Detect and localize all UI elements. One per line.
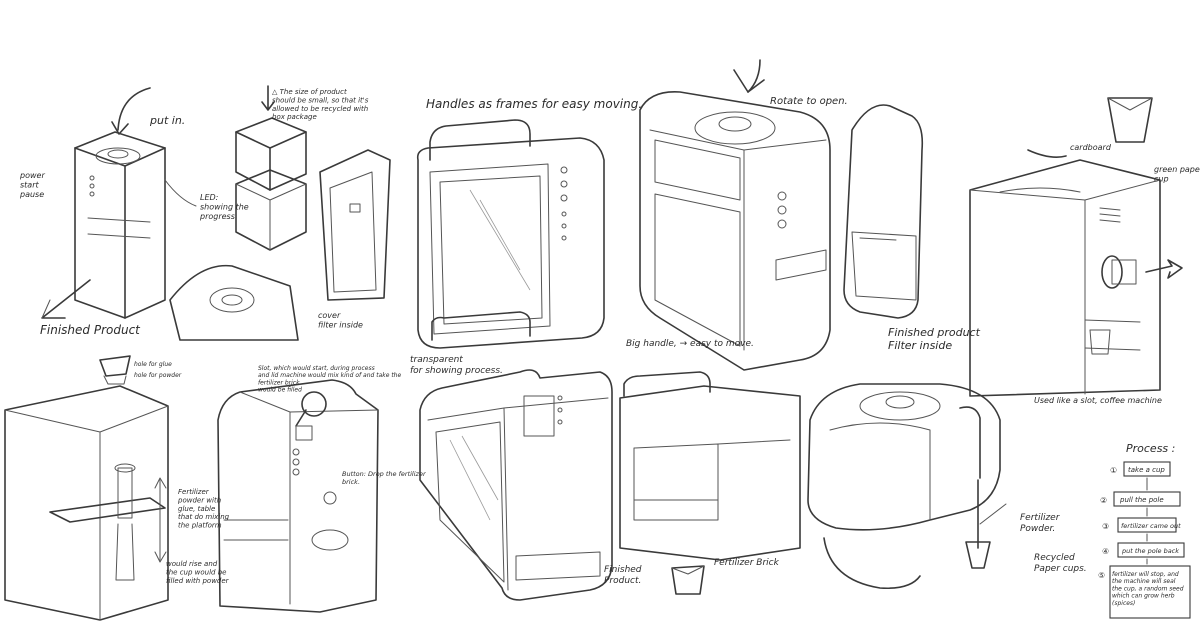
sketch-machine-slim <box>843 104 924 319</box>
label-big-handle: Big handle, → easy to move. <box>626 339 754 349</box>
sketch-machine-transparent <box>419 369 613 601</box>
label-fertilizer-brick: Fertilizer Brick <box>714 558 780 568</box>
sketch-machine-rotate <box>639 59 831 371</box>
sketch-machine-handles <box>416 119 605 349</box>
sketch-machine-dispenser <box>807 383 1007 590</box>
sketch-machine-slot <box>969 97 1183 397</box>
label-handles-frames: Handles as frames for easy moving. <box>426 97 642 111</box>
sketch-mixing-platform <box>4 355 169 621</box>
process-step-2: pull the pole <box>1119 496 1164 504</box>
process-step-2-num: ② <box>1100 496 1107 505</box>
label-used-like-slot: Used like a slot, coffee machine <box>1034 396 1162 405</box>
process-step-1-num: ① <box>1110 466 1117 475</box>
label-cardboard: cardboard <box>1070 143 1112 152</box>
process-step-4-num: ④ <box>1102 547 1109 556</box>
process-flow <box>1109 461 1191 619</box>
sketch-machine-lever <box>217 379 379 613</box>
process-step-5-num: ⑤ <box>1098 571 1105 580</box>
label-hole-glue: hole for glue <box>134 361 172 368</box>
label-put-in: put in. <box>149 114 185 127</box>
sketch-machine-small <box>41 87 197 319</box>
process-step-1: take a cup <box>1128 466 1165 474</box>
process-text: Process : ① take a cup ② pull the pole ③… <box>1098 442 1184 607</box>
sketch-big-handle-box <box>619 371 801 561</box>
process-step-3: fertilizer came out <box>1121 522 1181 530</box>
process-step-3-num: ③ <box>1102 522 1109 531</box>
process-title: Process : <box>1126 442 1175 455</box>
label-hole-powder: hole for powder <box>134 372 182 379</box>
sketch-packaging <box>169 85 307 341</box>
sketch-fertilizer-brick <box>671 565 705 595</box>
sketch-cover-panel <box>319 149 391 301</box>
process-step-4: put the pole back <box>1121 547 1179 555</box>
label-finished-product-1: Finished Product <box>40 323 141 337</box>
label-rotate-to-open: Rotate to open. <box>770 96 848 107</box>
